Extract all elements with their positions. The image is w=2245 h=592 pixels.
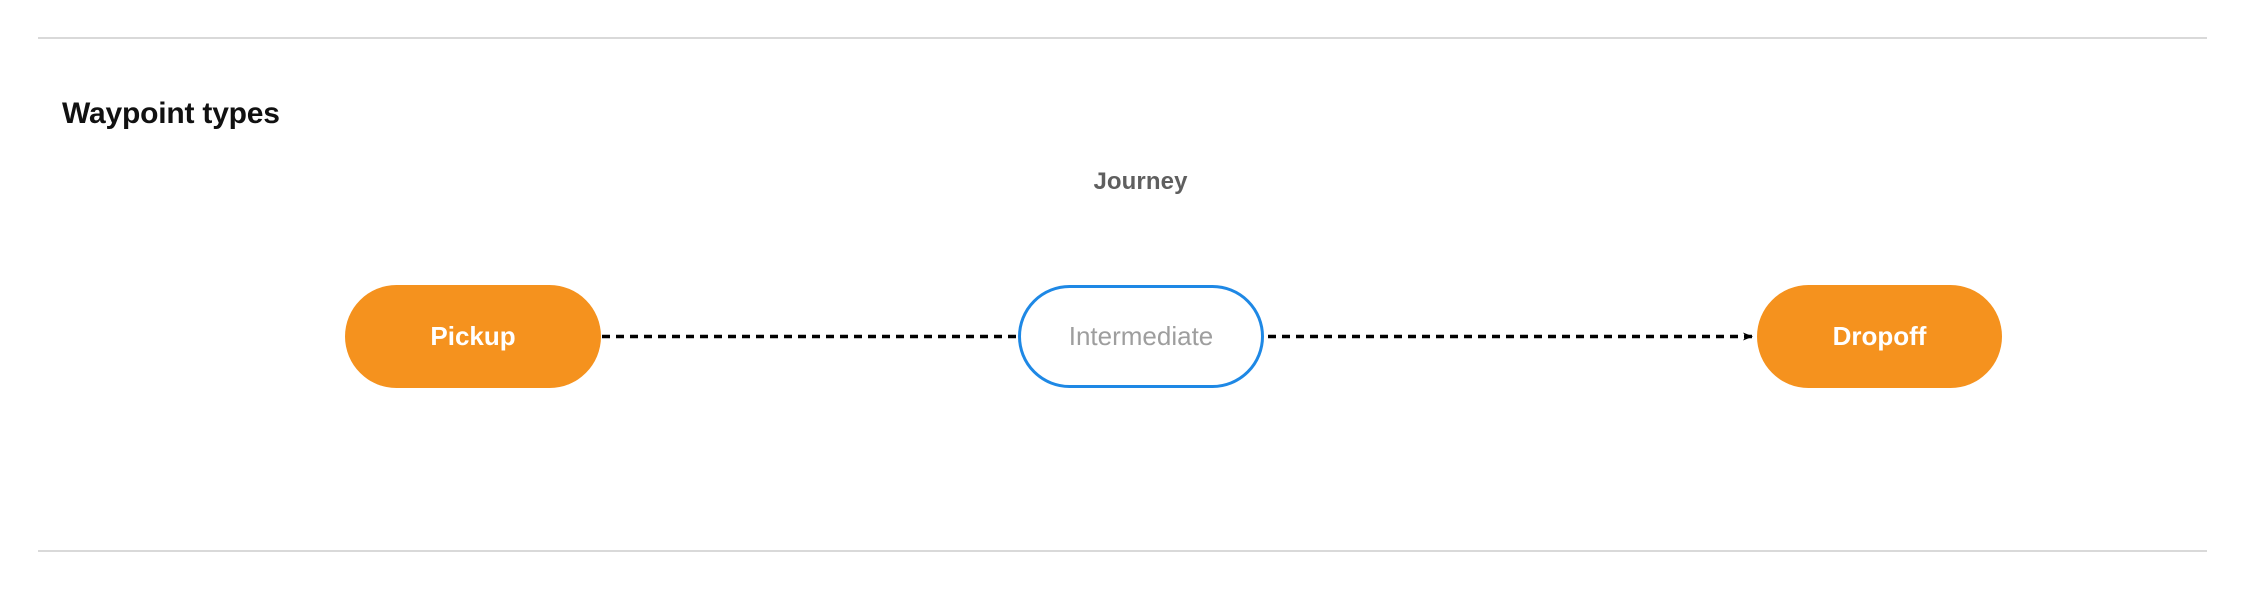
node-pickup-label: Pickup: [430, 321, 516, 351]
journey-group-label: Journey: [1093, 168, 1188, 195]
node-intermediate-label: Intermediate: [1068, 321, 1214, 351]
node-pickup[interactable]: Pickup: [345, 285, 601, 388]
node-intermediate[interactable]: Intermediate: [1018, 285, 1264, 388]
node-dropoff-label: Dropoff: [1832, 321, 1927, 351]
section-divider-bottom: [38, 550, 2207, 552]
node-dropoff[interactable]: Dropoff: [1757, 285, 2002, 388]
section-divider-top: [38, 37, 2207, 39]
page-title: Waypoint types: [62, 96, 280, 130]
